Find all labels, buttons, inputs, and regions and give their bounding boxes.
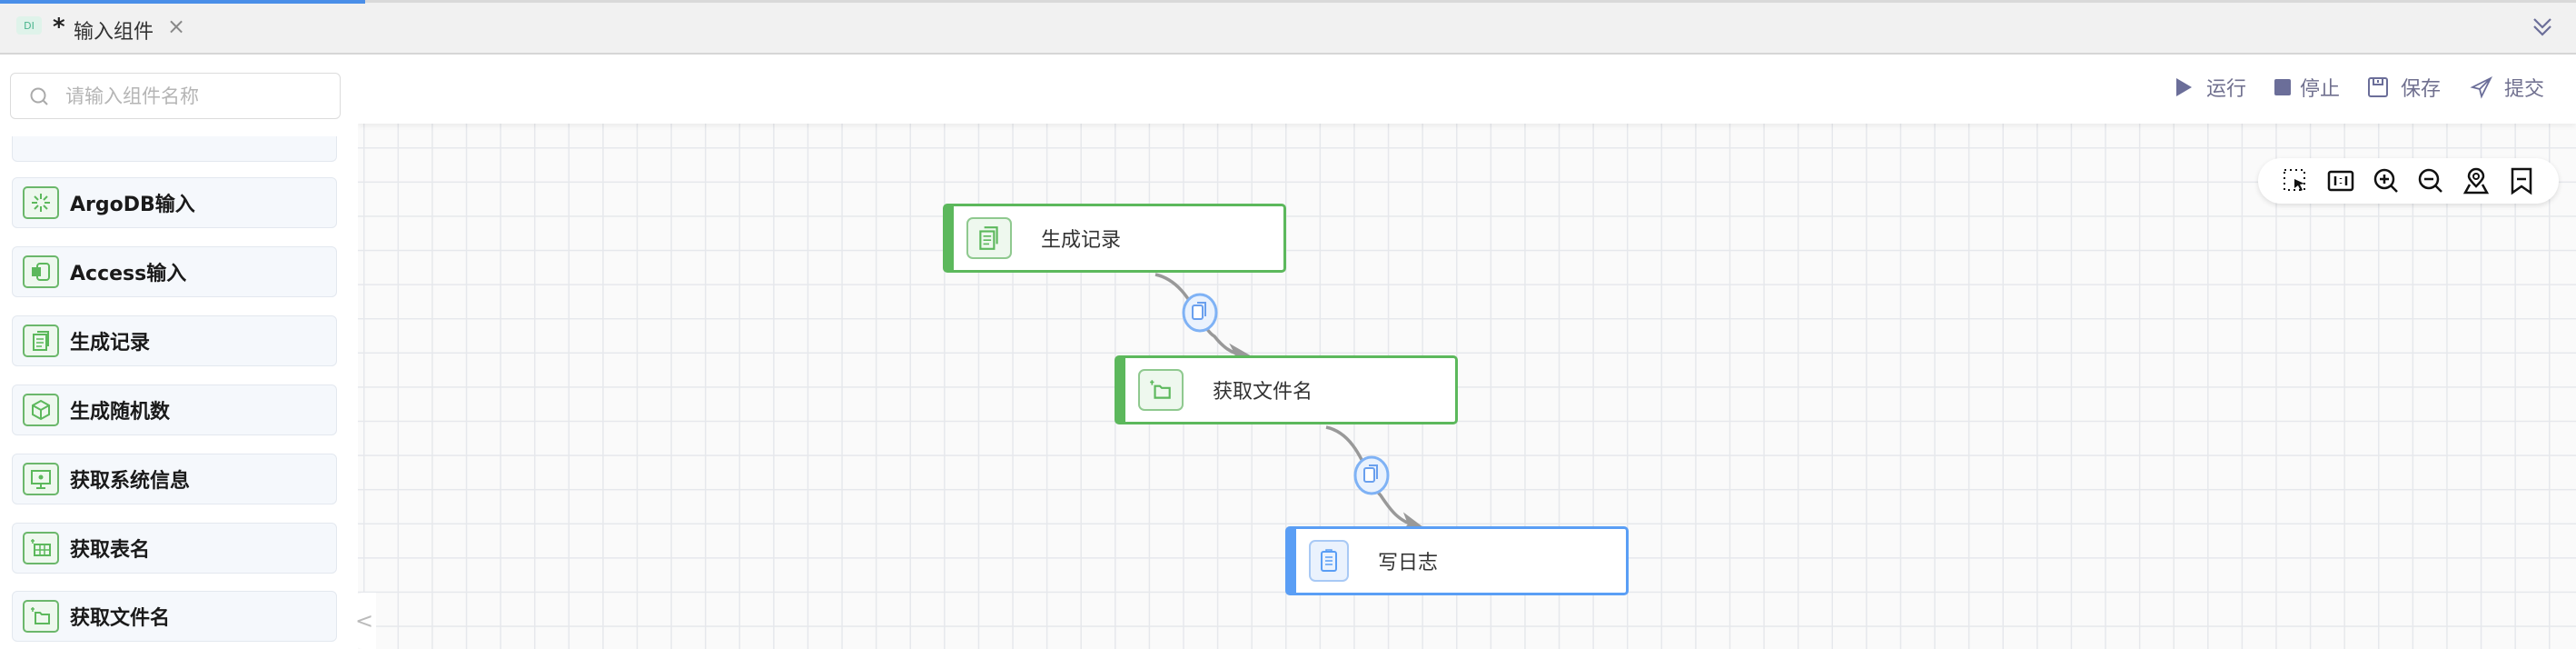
folder-icon	[23, 600, 59, 633]
records-icon	[966, 217, 1012, 259]
item-label: ArgoDB输入	[70, 194, 195, 216]
item-label: 获取文件名	[70, 607, 171, 630]
zoom-in-icon[interactable]	[2372, 166, 2401, 195]
submit-label: 提交	[2504, 78, 2545, 101]
component-search[interactable]	[10, 73, 341, 119]
modified-marker: *	[53, 14, 65, 41]
item-label: 获取表名	[70, 539, 151, 562]
run-button[interactable]: 运行	[2172, 73, 2246, 102]
actual-size-icon[interactable]	[2326, 166, 2355, 195]
canvas-tools	[2258, 158, 2559, 204]
tab-bar: DI * 输入组件 ×	[0, 0, 2576, 55]
sidebar-item-random-number[interactable]: 生成随机数	[12, 384, 337, 435]
search-input[interactable]	[65, 85, 329, 107]
node-label: 获取文件名	[1213, 381, 1313, 404]
node-label: 生成记录	[1041, 229, 1122, 252]
node-label: 写日志	[1378, 552, 1439, 574]
tab-title: 输入组件	[74, 21, 154, 44]
submit-button[interactable]: 提交	[2470, 73, 2544, 102]
collapse-sidebar-button[interactable]: <	[352, 593, 376, 649]
node-generate-records[interactable]: 生成记录	[943, 204, 1286, 273]
sidebar-item-generate-records[interactable]: 生成记录	[12, 315, 337, 366]
dice-icon	[23, 394, 59, 426]
sidebar-item-argodb-input[interactable]: ArgoDB输入	[12, 177, 337, 228]
action-toolbar: 运行 停止 保存 提交	[358, 55, 2576, 124]
play-icon	[2176, 78, 2192, 96]
item-label: 生成记录	[70, 332, 151, 354]
save-button[interactable]: 保存	[2366, 73, 2441, 102]
list-item-partial[interactable]	[12, 136, 337, 162]
component-sidebar: ArgoDB输入 Access输入 生成记录 生成随机数 获取系统信息 获取表名…	[0, 55, 358, 649]
monitor-icon	[23, 463, 59, 495]
search-icon	[30, 87, 48, 105]
stop-icon	[2274, 79, 2291, 95]
log-icon	[1309, 540, 1349, 582]
box-select-icon[interactable]	[2281, 166, 2310, 195]
access-icon	[23, 255, 59, 288]
table-icon	[23, 532, 59, 564]
send-icon	[2470, 75, 2493, 99]
di-badge: DI	[16, 16, 42, 35]
argodb-icon	[23, 186, 59, 219]
bookmark-icon[interactable]	[2507, 166, 2536, 195]
close-icon[interactable]: ×	[167, 14, 186, 39]
sidebar-item-access-input[interactable]: Access输入	[12, 246, 337, 297]
item-label: 获取系统信息	[70, 470, 191, 493]
node-write-log[interactable]: 写日志	[1285, 526, 1629, 595]
save-icon	[2368, 77, 2388, 97]
sidebar-item-table-names[interactable]: 获取表名	[12, 523, 337, 574]
double-chevron-down-icon[interactable]	[2529, 14, 2556, 41]
tab-input-components[interactable]: DI * 输入组件 ×	[0, 3, 209, 55]
stop-label: 停止	[2300, 78, 2341, 101]
records-icon	[23, 324, 59, 357]
sidebar-item-file-names[interactable]: 获取文件名	[12, 591, 337, 642]
item-label: 生成随机数	[70, 401, 171, 424]
item-label: Access输入	[70, 263, 187, 285]
stop-button[interactable]: 停止	[2271, 73, 2340, 102]
run-label: 运行	[2206, 78, 2247, 101]
zoom-out-icon[interactable]	[2416, 166, 2445, 195]
locate-icon[interactable]	[2462, 166, 2491, 195]
node-get-file-names[interactable]: 获取文件名	[1115, 355, 1458, 424]
sidebar-item-system-info[interactable]: 获取系统信息	[12, 454, 337, 504]
folder-icon	[1138, 369, 1184, 411]
active-tab-indicator	[0, 0, 365, 4]
save-label: 保存	[2401, 78, 2442, 101]
